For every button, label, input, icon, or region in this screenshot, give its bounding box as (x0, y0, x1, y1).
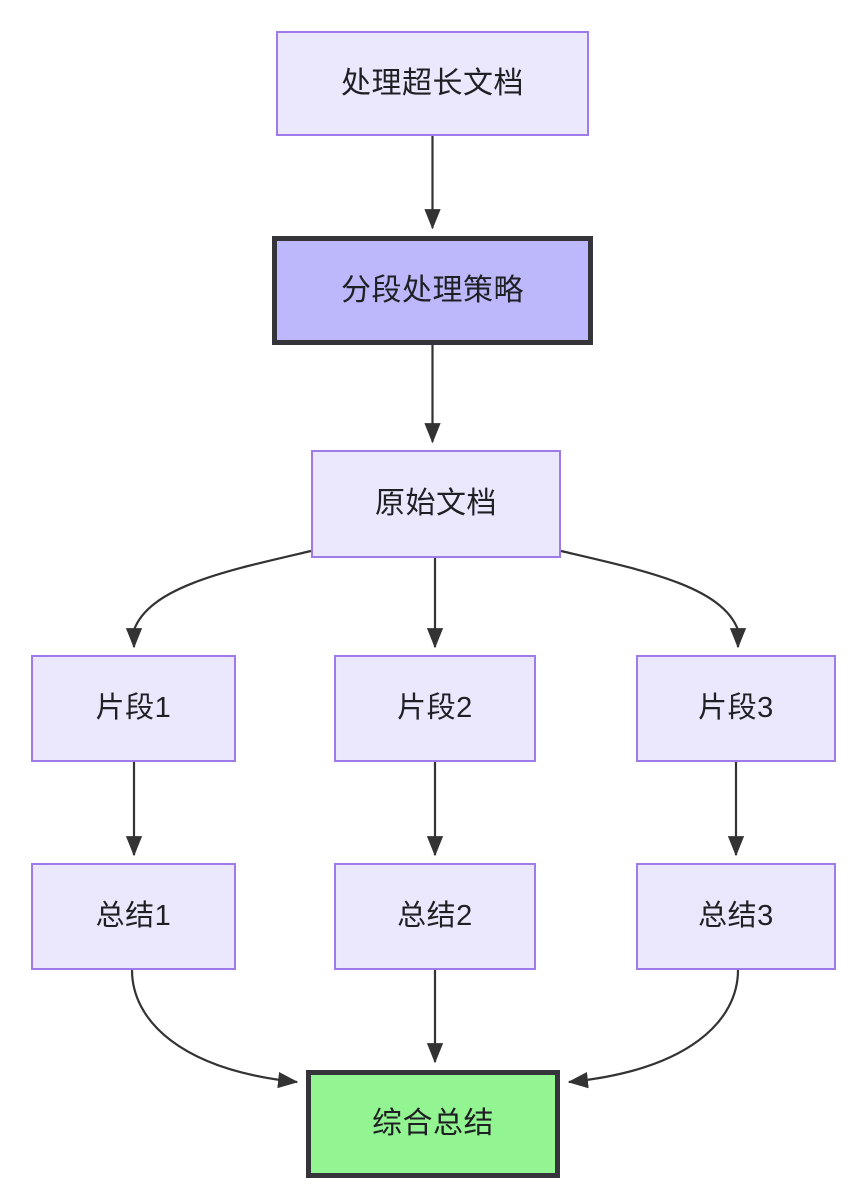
node-doc-task[interactable]: 处理超长文档 (276, 31, 589, 136)
node-chunk3-label: 片段3 (698, 692, 774, 725)
edge-summary3-to-final (567, 969, 740, 1089)
node-chunk2[interactable]: 片段2 (334, 655, 536, 762)
node-summary1[interactable]: 总结1 (31, 863, 236, 970)
node-summary3[interactable]: 总结3 (636, 863, 836, 970)
node-final-summary-label: 综合总结 (372, 1107, 494, 1140)
node-chunk2-label: 片段2 (397, 692, 473, 725)
edge-raw-doc-to-chunk1 (125, 549, 312, 649)
node-summary2[interactable]: 总结2 (334, 863, 536, 970)
node-raw-doc-label: 原始文档 (375, 487, 497, 520)
node-doc-task-label: 处理超长文档 (341, 66, 524, 100)
node-summary3-label: 总结3 (698, 900, 774, 933)
node-strategy-label: 分段处理策略 (341, 273, 524, 307)
edge-summary1-to-final (130, 969, 299, 1089)
edge-raw-doc-to-chunk3 (560, 549, 747, 649)
node-chunk3[interactable]: 片段3 (636, 655, 836, 762)
node-chunk1[interactable]: 片段1 (31, 655, 236, 762)
node-strategy[interactable]: 分段处理策略 (272, 236, 593, 345)
node-final-summary[interactable]: 综合总结 (306, 1070, 560, 1178)
node-chunk1-label: 片段1 (95, 692, 172, 725)
node-summary2-label: 总结2 (397, 900, 473, 933)
node-raw-doc[interactable]: 原始文档 (311, 450, 561, 558)
node-summary1-label: 总结1 (95, 900, 172, 933)
